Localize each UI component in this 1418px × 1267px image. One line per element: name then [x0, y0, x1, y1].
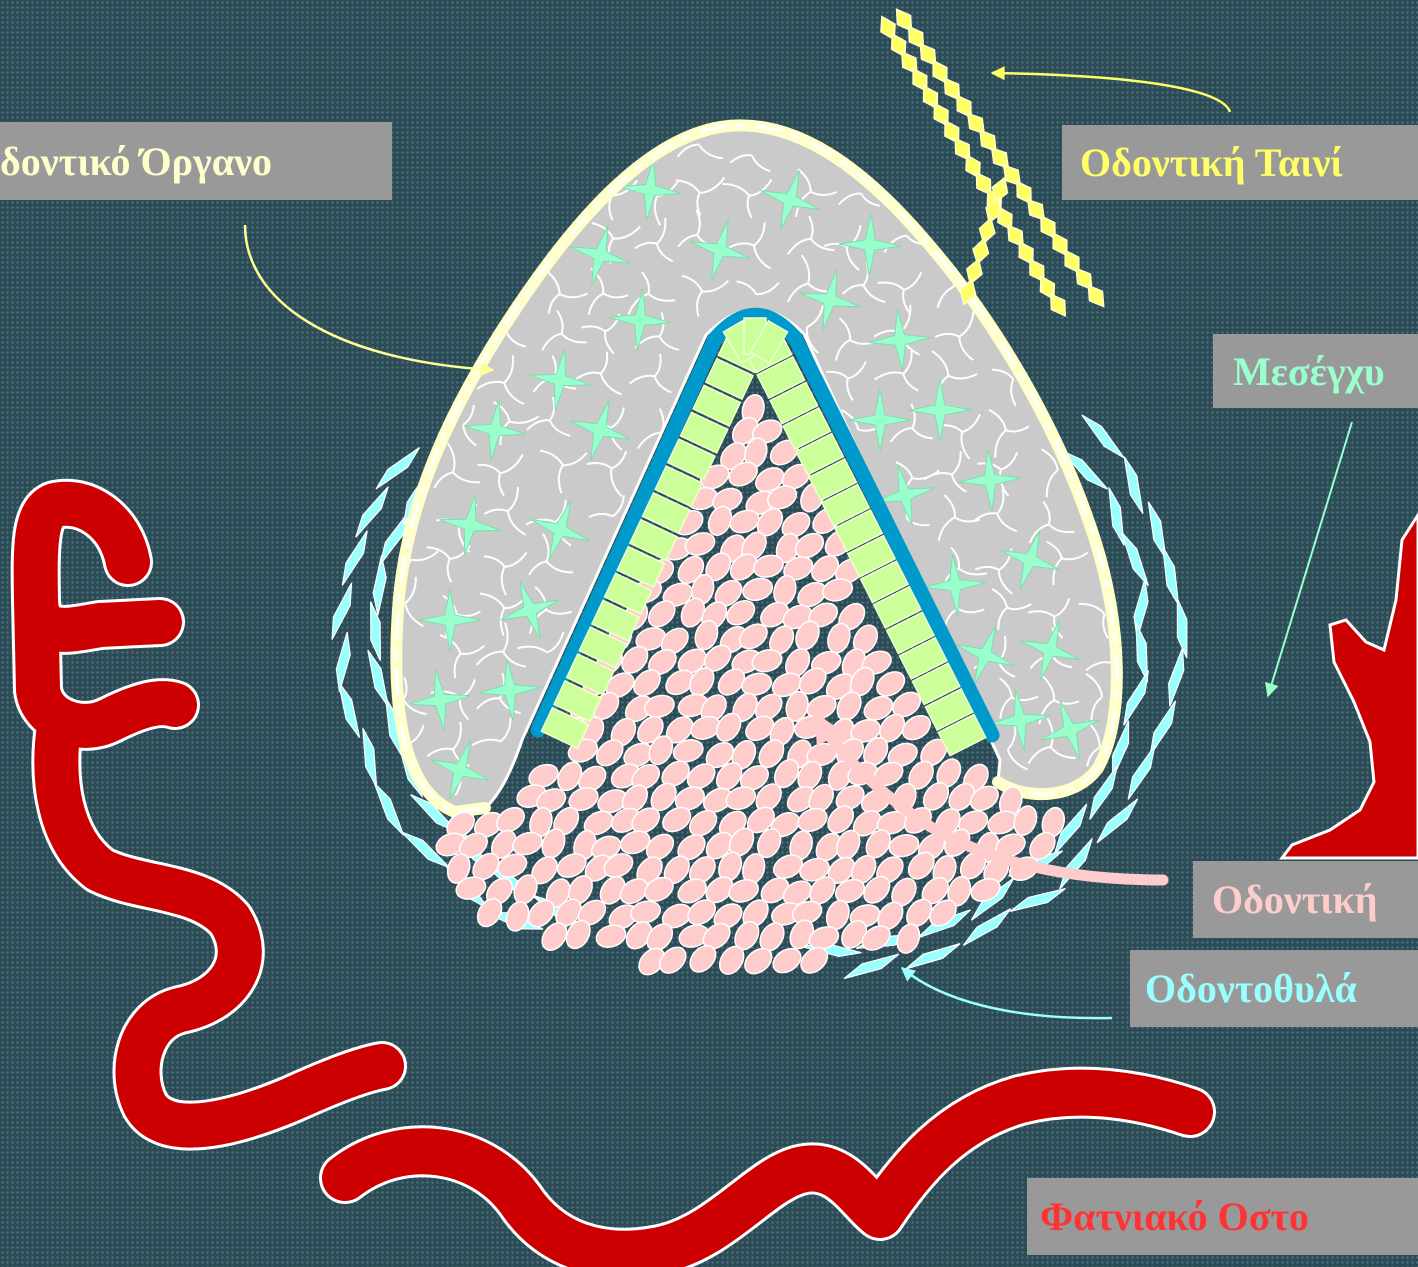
label-dental-follicle-text: Οδοντοθυλά — [1145, 965, 1357, 1012]
follicle-cell — [333, 631, 353, 692]
label-dental-papilla: Οδοντική — [1193, 861, 1418, 938]
label-dental-follicle: Οδοντοθυλά — [1130, 950, 1418, 1027]
follicle-cell — [1164, 647, 1188, 708]
follicle-cell — [357, 727, 382, 788]
follicle-cell — [333, 679, 366, 739]
follicle-cell — [1145, 698, 1181, 757]
label-mesenchyme-text: Μεσέγχυ — [1233, 348, 1385, 395]
follicle-cell — [369, 780, 409, 838]
follicle-cell — [1131, 579, 1151, 640]
arrow-dental-lamina — [992, 73, 1230, 112]
follicle-cell — [1118, 668, 1154, 728]
follicle-cell — [1123, 743, 1160, 802]
follicle-cell — [362, 648, 394, 709]
bone-left-outline — [36, 504, 382, 1126]
lamina-cell — [976, 216, 999, 245]
bone-right — [1282, 515, 1418, 858]
follicle-cell — [1119, 455, 1149, 516]
arrow-dental-follicle — [902, 968, 1112, 1018]
label-mesenchyme: Μεσέγχυ — [1213, 334, 1418, 408]
label-dental-papilla-text: Οδοντική — [1212, 876, 1378, 923]
follicle-cell — [351, 483, 394, 540]
label-enamel-organ-text: δοντικό Όργανο — [0, 138, 272, 185]
follicle-cell — [326, 581, 357, 642]
follicle-cell — [372, 443, 424, 493]
follicle-cell — [1143, 500, 1172, 561]
follicle-cell — [1130, 622, 1153, 683]
label-alveolar-bone-text: Φατνιακό Οστο — [1040, 1193, 1309, 1240]
label-dental-lamina-text: Οδοντική Ταινί — [1080, 139, 1343, 186]
arrow-enamel-organ — [245, 225, 493, 370]
papilla-cell — [740, 575, 775, 604]
label-alveolar-bone: Φατνιακό Οστο — [1027, 1178, 1418, 1255]
follicle-cell — [337, 528, 373, 588]
follicle-cell — [1078, 411, 1129, 462]
follicle-cell — [1008, 883, 1068, 917]
label-dental-lamina: Οδοντική Ταινί — [1062, 125, 1418, 200]
follicle-cell — [1157, 546, 1184, 607]
lamina-cell — [970, 237, 992, 266]
label-enamel-organ: δοντικό Όργανο — [0, 122, 392, 200]
